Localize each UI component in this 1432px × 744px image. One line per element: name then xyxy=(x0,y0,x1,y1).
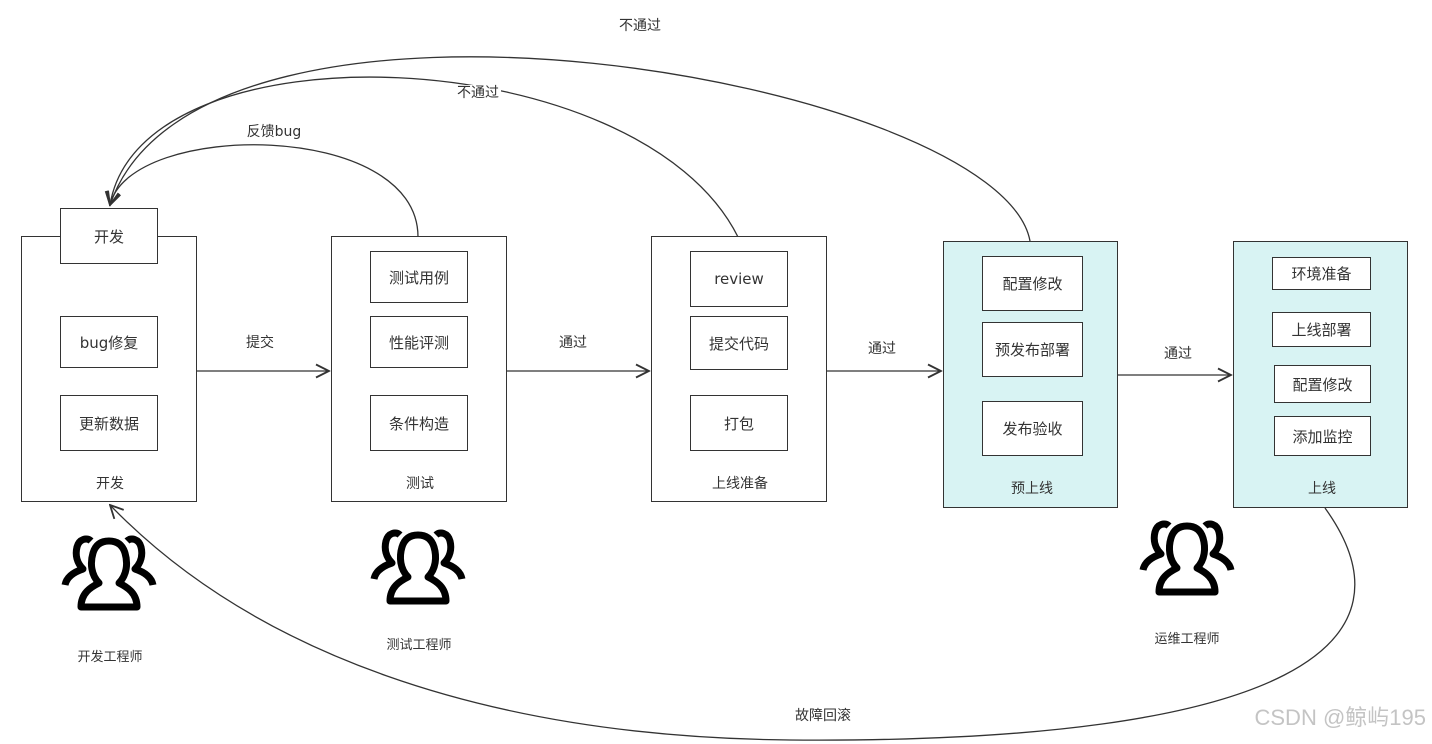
stage-test: 测试用例 性能评测 条件构造 测试 xyxy=(331,236,507,502)
stage-test-item-conditions: 条件构造 xyxy=(370,395,468,451)
stage-prod: 环境准备 上线部署 配置修改 添加监控 上线 xyxy=(1233,241,1408,508)
users-icon xyxy=(370,529,466,605)
rollback-curve xyxy=(110,505,1356,741)
fail-preprod-curve xyxy=(110,56,1031,242)
stage-preprod-label: 预上线 xyxy=(1011,481,1053,497)
stage-test-item-performance: 性能评测 xyxy=(370,316,468,368)
stage-prod-item-env: 环境准备 xyxy=(1272,257,1371,290)
stage-preprod: 配置修改 预发布部署 发布验收 预上线 xyxy=(943,241,1118,508)
stage-dev-item-update-data: 更新数据 xyxy=(60,395,158,451)
stage-preprod-item-config: 配置修改 xyxy=(982,256,1083,311)
fail-prep-curve xyxy=(110,76,739,238)
stage-prod-item-config: 配置修改 xyxy=(1274,365,1371,403)
edge-label-feedback-bug: 反馈bug xyxy=(244,124,304,140)
stage-dev-title: 开发 xyxy=(60,208,158,264)
watermark: CSDN @鲸屿195 xyxy=(1254,705,1427,730)
stage-prep-item-commit: 提交代码 xyxy=(690,316,788,370)
edge-label-rollback: 故障回滚 xyxy=(793,708,853,724)
stage-test-label: 测试 xyxy=(406,476,434,492)
stage-prod-label: 上线 xyxy=(1308,481,1336,497)
stage-prep-label: 上线准备 xyxy=(712,476,768,492)
stage-preprod-item-predeploy: 预发布部署 xyxy=(982,322,1083,377)
users-icon xyxy=(1139,520,1235,596)
stage-dev: bug修复 更新数据 开发 xyxy=(21,236,197,502)
stage-test-item-testcase: 测试用例 xyxy=(370,251,468,303)
edge-label-fail-prep: 不通过 xyxy=(455,85,501,101)
edge-label-submit: 提交 xyxy=(244,335,276,351)
edge-label-fail-preprod: 不通过 xyxy=(617,18,663,34)
stage-prep-item-review: review xyxy=(690,251,788,307)
stage-prod-item-monitoring: 添加监控 xyxy=(1274,416,1371,456)
stage-preprod-item-acceptance: 发布验收 xyxy=(982,401,1083,456)
stage-dev-label: 开发 xyxy=(96,476,124,492)
stage-prep-item-package: 打包 xyxy=(690,395,788,451)
users-icon xyxy=(61,535,157,611)
role-label-ops: 运维工程师 xyxy=(1154,632,1220,647)
role-label-dev: 开发工程师 xyxy=(77,650,143,665)
edge-label-pass-2: 通过 xyxy=(866,341,898,357)
stage-prep: review 提交代码 打包 上线准备 xyxy=(651,236,827,502)
edge-label-pass-3: 通过 xyxy=(1162,346,1194,362)
feedback-bug-curve xyxy=(110,144,419,238)
role-label-test: 测试工程师 xyxy=(386,638,452,653)
edge-label-pass-1: 通过 xyxy=(557,335,589,351)
stage-prod-item-deploy: 上线部署 xyxy=(1272,312,1371,347)
stage-dev-item-bugfix: bug修复 xyxy=(60,316,158,368)
